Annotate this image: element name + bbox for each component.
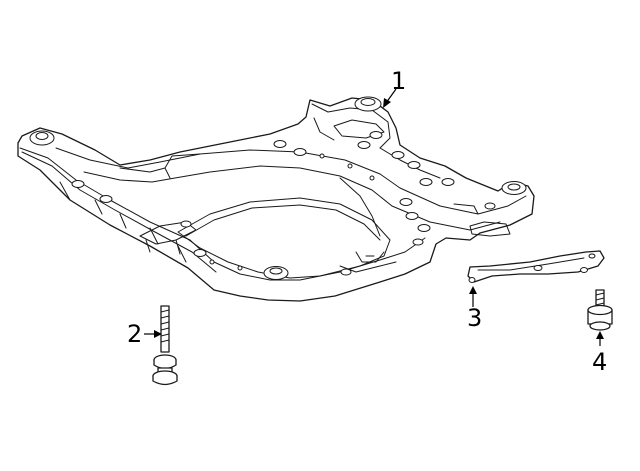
callout-4-label: 4 (592, 348, 607, 376)
callout-4: 4 (592, 331, 607, 376)
brace-part (467, 250, 605, 283)
callout-3: 3 (467, 286, 482, 332)
callout-1: 1 (383, 67, 406, 108)
callout-2-label: 2 (127, 320, 142, 348)
bolt-long-part (152, 305, 178, 386)
callout-2: 2 (127, 320, 162, 348)
callout-3-label: 3 (467, 304, 482, 332)
crossmember-part (17, 96, 535, 302)
bolt-short-part (587, 289, 613, 331)
callout-1-label: 1 (391, 67, 406, 95)
